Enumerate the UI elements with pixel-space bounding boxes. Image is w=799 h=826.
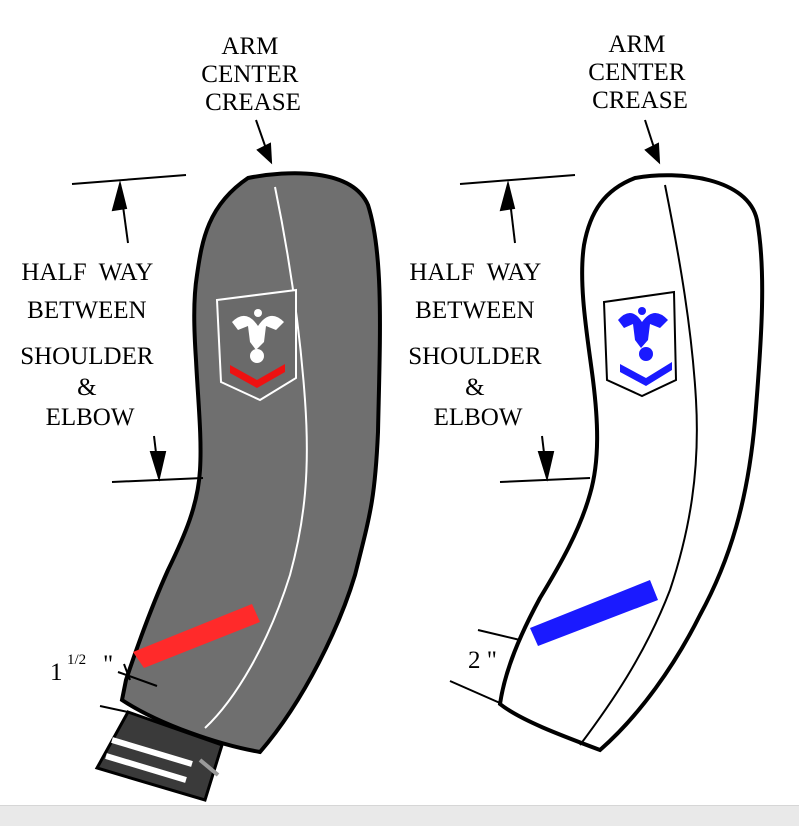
left-cuff-measure xyxy=(99,663,158,713)
right-cuff-measure-label: 2 " xyxy=(468,647,497,674)
right-arm-crease-label: ARM CENTER CREASE xyxy=(588,31,691,114)
right-rating-badge xyxy=(602,290,678,398)
left-arm-crease-arrow xyxy=(255,119,273,165)
right-halfway-label: HALF WAY BETWEEN SHOULDER & ELBOW xyxy=(408,259,548,431)
right-cuff-measure xyxy=(449,629,521,704)
left-halfway-guides xyxy=(71,174,204,483)
left-cuff-measure-label: 1 1/2 " xyxy=(50,651,113,686)
specialty-mark-icon xyxy=(639,347,653,361)
right-service-stripe xyxy=(530,580,658,646)
diagram-canvas: ARM CENTER CREASE HALF WAY BETWEEN SHOUL… xyxy=(20,31,765,802)
left-sleeve-body xyxy=(119,171,382,755)
bottom-strip xyxy=(0,805,799,826)
eagle-icon xyxy=(232,309,284,350)
left-rating-badge xyxy=(215,288,297,402)
right-sleeve-body xyxy=(497,173,765,753)
specialty-mark-icon xyxy=(250,349,264,363)
right-center-crease-line xyxy=(579,184,698,746)
chevron-icon xyxy=(230,364,285,388)
left-halfway-label: HALF WAY BETWEEN SHOULDER & ELBOW xyxy=(20,259,160,431)
right-sleeve-figure: ARM CENTER CREASE HALF WAY BETWEEN SHOUL… xyxy=(408,31,765,753)
eagle-icon xyxy=(618,307,668,348)
chevron-icon xyxy=(620,362,672,386)
left-service-stripe xyxy=(133,604,260,668)
right-halfway-guides xyxy=(459,174,591,483)
right-arm-crease-arrow xyxy=(644,119,661,165)
left-arm-crease-label: ARM CENTER CREASE xyxy=(201,33,304,116)
left-sleeve-figure: ARM CENTER CREASE HALF WAY BETWEEN SHOUL… xyxy=(20,33,382,802)
